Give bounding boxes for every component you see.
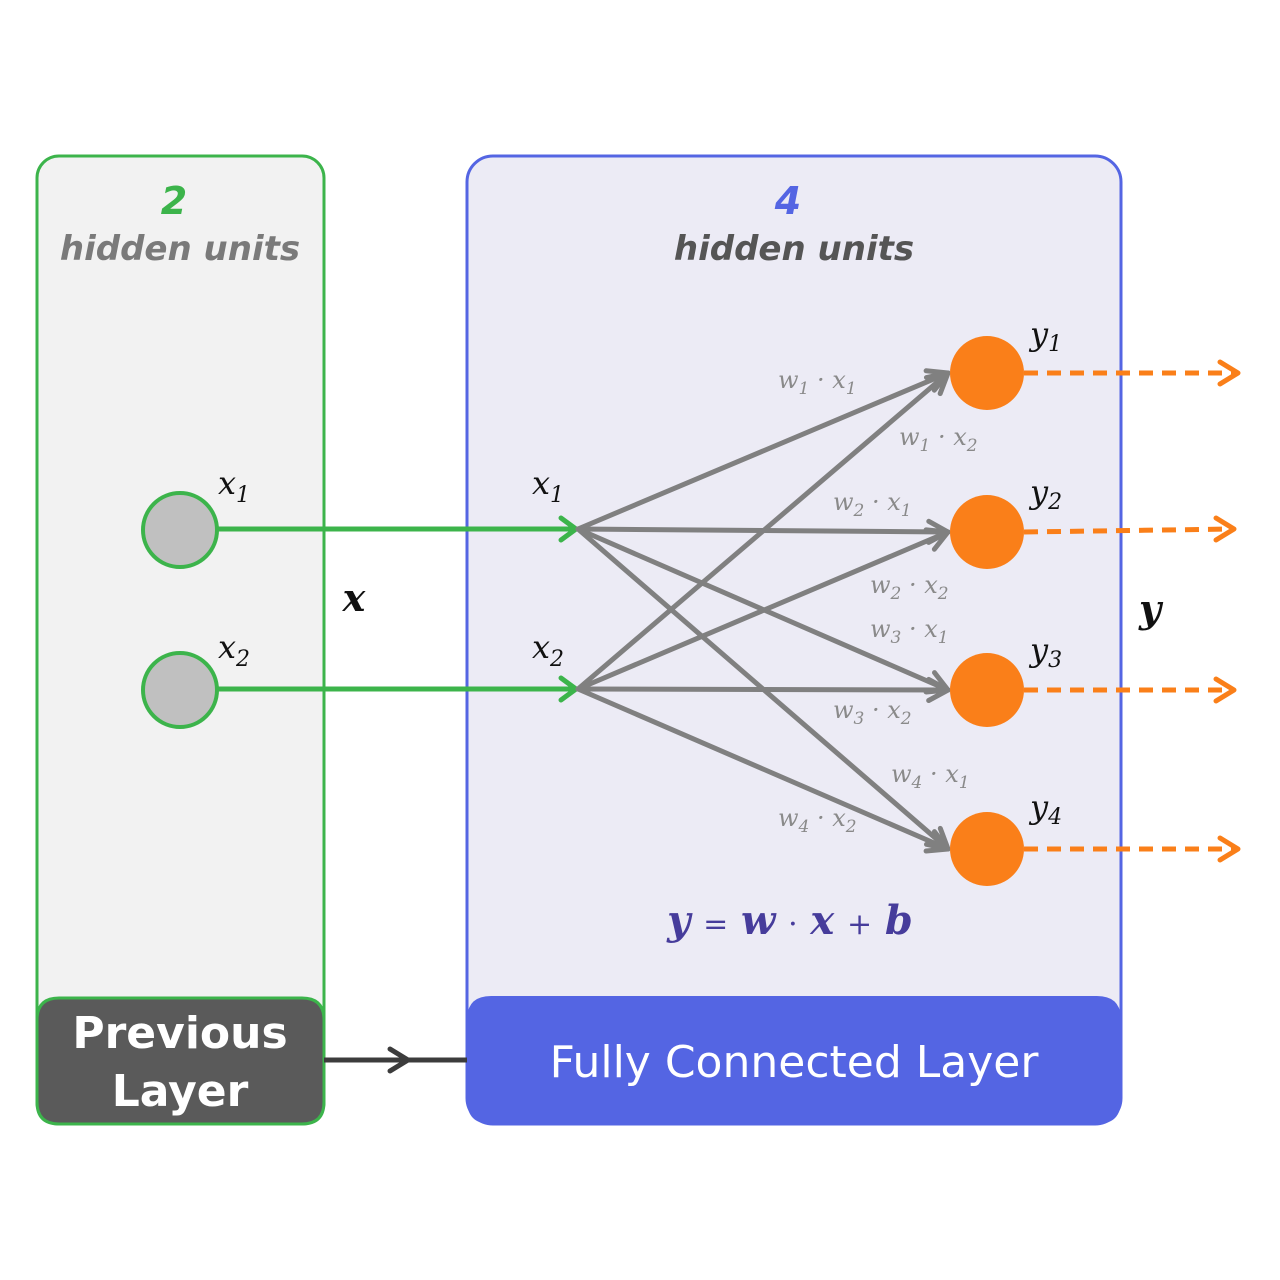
- previous-layer-count: 2: [161, 179, 187, 223]
- weight-label-w2-x2: w2 · x2: [870, 571, 949, 604]
- input-node-x2[interactable]: [141, 651, 219, 729]
- edge-arrowhead-y2: [923, 527, 951, 552]
- output-node-label-y2: y2: [1028, 473, 1062, 515]
- formula-plus: +: [847, 907, 872, 942]
- edge-x2-to-y4: [575, 686, 951, 852]
- formula-eq: =: [703, 907, 728, 942]
- output-arrowhead-y4: [1217, 835, 1241, 863]
- weight-label-w3-x1: w3 · x1: [870, 615, 949, 648]
- output-node-label-y1: y1: [1028, 315, 1062, 357]
- output-arrows: [1023, 359, 1241, 863]
- fc-layer-label: Fully Connected Layer: [550, 1037, 1040, 1088]
- weight-labels: w1 · x1 w1 · x2 w2 · x1 w2 · x2 w3 · x1 …: [778, 366, 978, 837]
- formula: y = w · x + b: [666, 897, 913, 944]
- edge-x1-to-y3: [575, 526, 951, 693]
- weight-label-w4-x2: w4 · x2: [778, 804, 857, 837]
- output-arrowhead-y3: [1213, 676, 1237, 704]
- output-arrowhead-y2: [1213, 515, 1237, 543]
- edge-x1-to-y2: [575, 526, 951, 535]
- output-vector-label: y: [1138, 586, 1164, 631]
- fc-layer-label-box: [467, 996, 1121, 1124]
- fc-layer-units-label: hidden units: [674, 229, 914, 269]
- input-node-label-x2: x2: [218, 628, 250, 672]
- edge-x1-to-y4: [575, 526, 951, 852]
- weight-label-w1-x1: w1 · x1: [778, 366, 857, 399]
- weight-label-w3-x2: w3 · x2: [833, 696, 912, 729]
- output-arrowhead-y1: [1217, 359, 1241, 387]
- edge-x1-to-y1: [575, 370, 951, 532]
- previous-layer-label-box: [35, 996, 326, 1126]
- formula-w: w: [741, 897, 777, 944]
- input-vector-label: x: [342, 575, 367, 620]
- fc-layer-panel: 4 hidden units Fully Connected Layer: [465, 154, 1123, 1126]
- previous-layer-panel: 2 hidden units Previous Layer: [35, 154, 326, 1126]
- output-node-label-y4: y4: [1028, 788, 1062, 830]
- output-node-y3[interactable]: [950, 653, 1024, 727]
- weight-label-w4-x1: w4 · x1: [891, 760, 970, 793]
- output-node-label-y3: y3: [1028, 631, 1062, 673]
- input-node-x1[interactable]: [141, 491, 219, 569]
- previous-layer-nodes: x1 x2: [141, 464, 250, 729]
- output-nodes: y1 y2 y3 y4: [950, 315, 1062, 886]
- output-node-y4[interactable]: [950, 812, 1024, 886]
- output-arrow-y2: [1023, 526, 1235, 535]
- output-node-y1[interactable]: [950, 336, 1024, 410]
- fc-input-label-x2: x2: [532, 628, 564, 672]
- input-node-label-x1: x1: [218, 464, 250, 508]
- previous-layer-box: [35, 154, 326, 1126]
- weight-label-w2-x1: w2 · x1: [833, 488, 912, 521]
- previous-layer-units-label: hidden units: [60, 229, 300, 269]
- edge-arrowhead-y1: [923, 370, 951, 397]
- output-node-y2[interactable]: [950, 495, 1024, 569]
- edge-arrowhead-y4: [923, 829, 951, 854]
- edge-arrowhead-y3: [926, 676, 951, 703]
- formula-dot: ·: [788, 907, 798, 942]
- weight-label-w1-x2: w1 · x2: [899, 423, 978, 456]
- fc-input-label-x1: x1: [532, 464, 564, 508]
- previous-layer-label-line2: Layer: [112, 1066, 249, 1117]
- layer-connector-arrow: [324, 1046, 467, 1074]
- weighted-edges: [575, 368, 951, 854]
- fc-layer-count: 4: [774, 179, 801, 223]
- formula-x: x: [809, 897, 835, 944]
- formula-y: y: [666, 897, 693, 944]
- formula-b: b: [885, 897, 913, 944]
- fc-layer-box: [465, 154, 1123, 1126]
- previous-layer-label-line1: Previous: [72, 1008, 287, 1059]
